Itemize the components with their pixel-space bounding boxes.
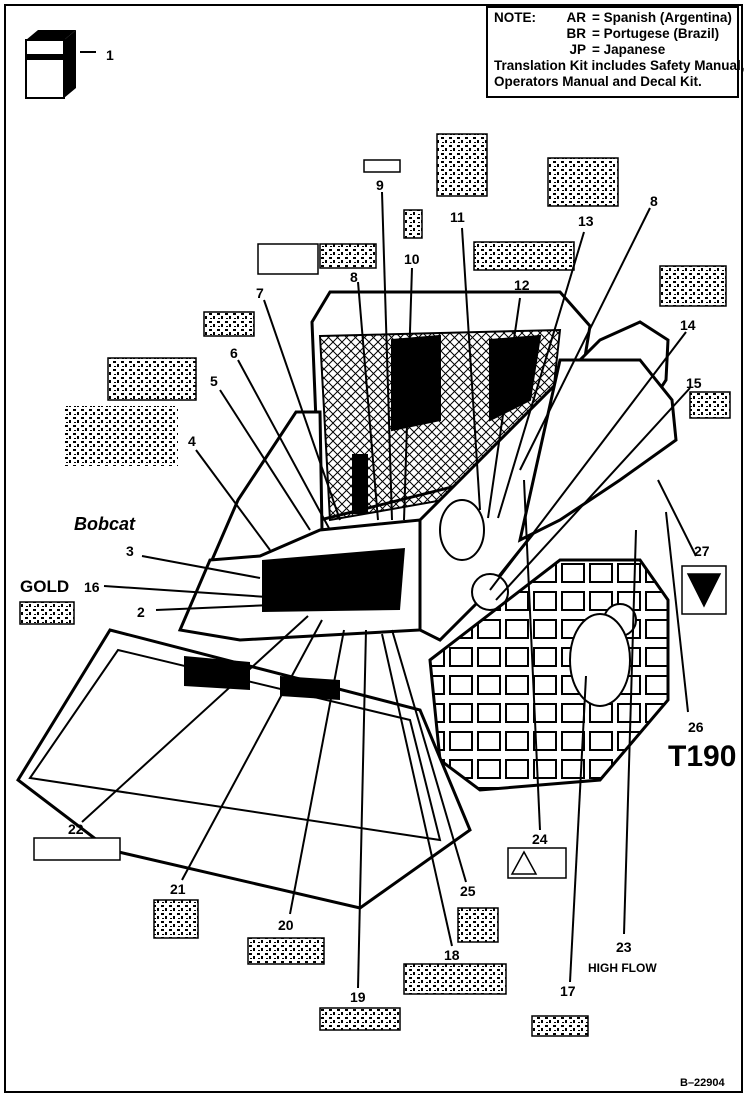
callout-19: 19: [350, 989, 366, 1005]
decal-10-thumb: [403, 209, 423, 239]
decal-8b-thumb: [319, 243, 377, 269]
callout-11: 11: [450, 209, 465, 225]
callout-20: 20: [278, 917, 294, 933]
decal-21-thumb: [153, 899, 199, 939]
callout-9: 9: [376, 177, 384, 193]
decal-19-thumb: [319, 1007, 401, 1031]
note-footer-2: Operators Manual and Decal Kit.: [494, 74, 702, 89]
callout-3: 3: [126, 543, 134, 559]
decal-15-thumb: [689, 391, 731, 419]
decal-20-thumb: [247, 937, 325, 965]
decal-14-thumb: [659, 265, 727, 307]
bobcat-logo-decal: Bobcat: [74, 514, 136, 534]
decal-12-thumb: [473, 241, 575, 271]
callout-8a: 8: [350, 269, 358, 285]
callout-numbers: 1 2 3 4 5 6 7 8 8 9 10 11 12 13 14 15 16…: [20, 47, 736, 1089]
decal-thumbnails: [19, 133, 731, 1037]
decal-17-thumb: [531, 1015, 589, 1037]
note-eq-jp: =: [592, 42, 600, 57]
callout-22: 22: [68, 821, 84, 837]
callout-21: 21: [170, 881, 186, 897]
decal-2-thumb: [19, 601, 75, 625]
decal-6-thumb: [203, 311, 255, 337]
callout-14: 14: [680, 317, 696, 333]
callout-5: 5: [210, 373, 218, 389]
leader-lines: [81, 191, 697, 989]
decal-4-thumb: [64, 406, 178, 466]
decal-9-thumb: [363, 159, 401, 173]
note-footer-1: Translation Kit includes Safety Manual,: [494, 58, 745, 73]
decal-18-thumb: [403, 963, 507, 995]
skid-steer-loader-drawing: [16, 290, 678, 910]
note-code-ar: AR: [566, 10, 587, 25]
decal-8-thumb: [547, 157, 619, 207]
note-code-jp: JP: [569, 42, 586, 57]
callout-8b: 8: [650, 193, 658, 209]
note-title: NOTE:: [494, 10, 536, 25]
note-eq-br: =: [592, 26, 600, 41]
callout-12: 12: [514, 277, 530, 293]
decal-22-thumb: [33, 837, 121, 861]
callout-15: 15: [686, 375, 702, 391]
callout-23: 23: [616, 939, 632, 955]
manual-book-icon: [25, 30, 96, 99]
note-eq-ar: =: [592, 10, 600, 25]
callout-7: 7: [256, 285, 264, 301]
high-flow-label: HIGH FLOW: [588, 961, 657, 975]
callout-18: 18: [444, 947, 460, 963]
callout-25: 25: [460, 883, 476, 899]
callout-17: 17: [560, 983, 576, 999]
note-lang-br: Portugese (Brazil): [603, 26, 720, 41]
callout-6: 6: [230, 345, 238, 361]
translation-note-box: NOTE: AR = Spanish (Argentina) BR = Portuge…: [486, 6, 745, 98]
callout-27: 27: [694, 543, 710, 559]
callout-2: 2: [137, 604, 145, 620]
callout-24: 24: [532, 831, 548, 847]
decal-11-thumb: [436, 133, 488, 197]
doc-number: B–22904: [680, 1077, 726, 1089]
callout-16: 16: [84, 579, 100, 595]
model-t190-decal: T190: [668, 740, 736, 773]
gold-label: GOLD: [20, 577, 69, 596]
callout-4: 4: [188, 433, 196, 449]
callout-26: 26: [688, 719, 704, 735]
decal-5-thumb: [107, 357, 197, 401]
callout-10: 10: [404, 251, 420, 267]
callout-13: 13: [578, 213, 594, 229]
note-code-br: BR: [566, 26, 587, 41]
note-lang-ar: Spanish (Argentina): [603, 10, 732, 25]
decal-25-thumb: [457, 907, 499, 943]
callout-1: 1: [106, 47, 114, 63]
note-lang-jp: Japanese: [603, 42, 666, 57]
decal-7-thumb: [257, 243, 319, 275]
